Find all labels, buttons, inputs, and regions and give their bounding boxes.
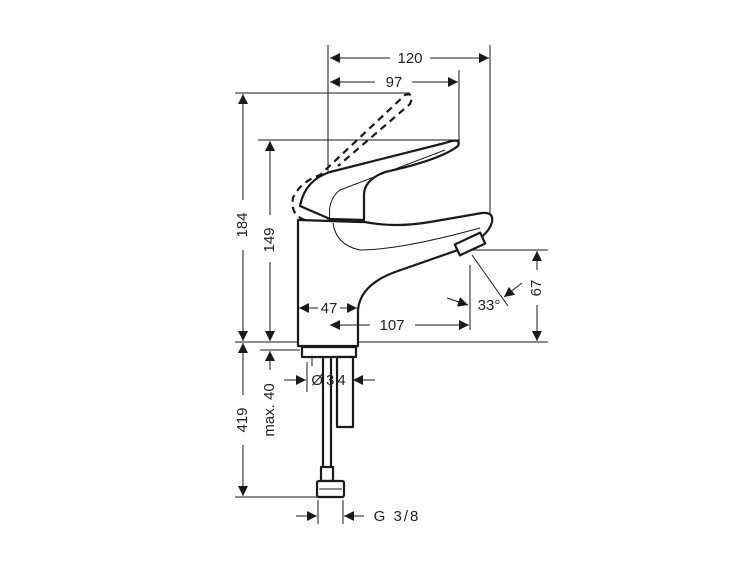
dim-overall-reach: 120 [397,50,422,67]
dim-lever-reach: 97 [386,74,403,91]
dim-hose-length: 419 [234,407,251,432]
mounting-assembly [300,345,358,499]
dim-shank-diameter: Ø34 [311,372,348,389]
faucet-body [291,93,494,348]
dimension-lines [238,53,542,521]
extension-lines [235,45,548,524]
dim-spout-reach: 107 [379,317,404,334]
dim-max-thickness: max. 40 [261,383,278,436]
dim-spout-height: 67 [528,280,545,297]
dim-connection-thread: G 3/8 [374,508,421,525]
dim-height-lever-closed: 149 [261,227,278,252]
dim-body-diameter: 47 [321,300,338,317]
dim-spray-angle: 33° [478,297,501,314]
dim-height-lever-open: 184 [234,212,251,237]
